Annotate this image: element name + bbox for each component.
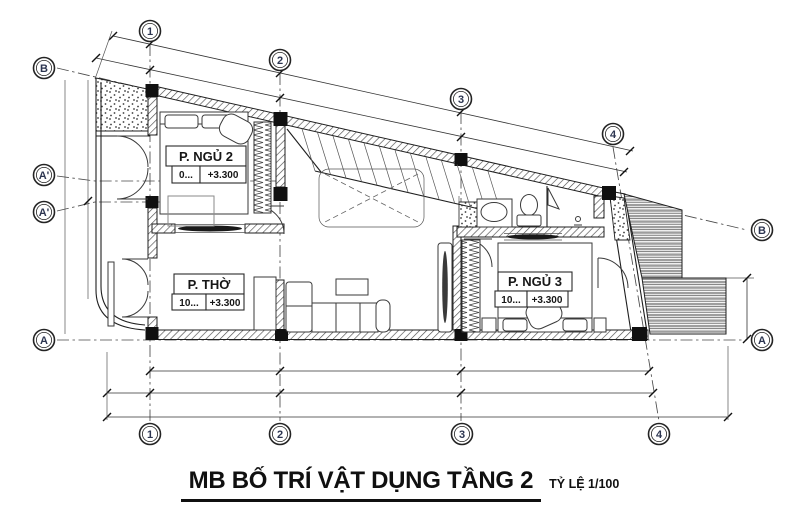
sofa-arm xyxy=(375,299,391,333)
dimension-ticks-bottom xyxy=(102,366,733,422)
grid-label: 4 xyxy=(656,429,663,441)
grid-bubble-left-a: A xyxy=(32,328,56,352)
room-name: P. THỜ xyxy=(188,277,232,292)
dimension-ticks-right xyxy=(742,273,752,344)
room-area: 10... xyxy=(501,295,521,306)
wardrobe-bedroom3 xyxy=(461,239,481,333)
roof-stripes-lower xyxy=(641,277,727,335)
grid-label: 2 xyxy=(277,429,283,441)
room-elevation: +3.300 xyxy=(532,295,563,306)
building-structure xyxy=(95,77,727,341)
room-area: 0... xyxy=(179,170,193,181)
grid-label: 3 xyxy=(458,94,464,106)
grid-label: 4 xyxy=(610,129,617,141)
altar-table xyxy=(253,276,277,331)
double-door-bedroom2 xyxy=(116,135,149,200)
grid-label: 1 xyxy=(147,429,153,441)
drawing-title-block: MB BỐ TRÍ VẬT DỤNG TẦNG 2 TỶ LỆ 1/100 xyxy=(0,467,800,502)
doors xyxy=(116,135,629,318)
floor-drain-icon xyxy=(575,216,581,222)
stair-void xyxy=(318,168,425,228)
rug xyxy=(167,195,215,227)
pillow xyxy=(562,318,588,332)
grid-bubble-top-1: 1 xyxy=(138,19,162,43)
grid-bubble-bottom-1: 1 xyxy=(138,422,162,446)
drawing-scale: TỶ LỆ 1/100 xyxy=(549,477,620,491)
vanity-counter xyxy=(476,198,513,228)
room-name: P. NGỦ 3 xyxy=(508,274,562,289)
hall-furniture xyxy=(285,242,453,333)
blanket xyxy=(218,113,254,145)
staircase xyxy=(286,128,502,228)
room-label-bedroom3: P. NGỦ 3 10... +3.300 xyxy=(494,271,573,308)
toilet-icon xyxy=(520,194,538,216)
room-name: P. NGỦ 2 xyxy=(179,149,233,164)
wardrobe-bedroom2 xyxy=(253,121,272,214)
stair-treads xyxy=(301,128,502,214)
drawing-title: MB BỐ TRÍ VẬT DỤNG TẦNG 2 xyxy=(180,467,542,502)
door-bedroom3-entry xyxy=(463,238,493,268)
grid-bubble-top-2: 2 xyxy=(268,48,292,72)
cabinet-door-handle xyxy=(442,251,448,323)
worship-room-furniture xyxy=(253,276,277,331)
grid-bubble-top-3: 3 xyxy=(449,87,473,111)
balcony-shelf xyxy=(107,261,115,327)
grid-bubble-bottom-3: 3 xyxy=(450,422,474,446)
grid-label: A' xyxy=(39,207,50,219)
grid-bubble-left-a-prime-1: A' xyxy=(32,163,56,187)
bathroom xyxy=(476,186,582,228)
grid-bubble-top-4: 4 xyxy=(601,122,625,146)
sliding-door-leaf xyxy=(178,225,242,232)
door-bedroom3-right xyxy=(597,257,629,289)
grid-label: B xyxy=(758,225,766,237)
grid-label: A' xyxy=(39,170,50,182)
roof-stripes-upper xyxy=(623,193,683,279)
grid-bubble-bottom-4: 4 xyxy=(647,422,671,446)
coffee-table xyxy=(335,278,369,296)
grid-label: A xyxy=(40,335,48,347)
pillow xyxy=(164,114,199,129)
room-area: 10... xyxy=(179,298,199,309)
grid-label: A xyxy=(758,335,766,347)
grid-label: 2 xyxy=(277,55,283,67)
dimension-ticks-top xyxy=(91,31,635,177)
grid-label: B xyxy=(40,63,48,75)
room-label-worship: P. THỜ 10... +3.300 xyxy=(171,273,245,311)
grid-label: 3 xyxy=(459,429,465,441)
sliding-door-bathroom xyxy=(504,233,562,241)
room-label-bedroom2: P. NGỦ 2 0... +3.300 xyxy=(165,145,247,184)
nightstand xyxy=(481,317,497,333)
planter-box xyxy=(95,77,153,132)
grid-bubble-left-a-prime-2: A' xyxy=(32,200,56,224)
shower-door-icon xyxy=(547,187,561,210)
grid-bubble-right-b: B xyxy=(750,218,774,242)
room-elevation: +3.300 xyxy=(210,298,241,309)
room-elevation: +3.300 xyxy=(208,170,239,181)
pillow xyxy=(502,318,528,332)
dimension-lines xyxy=(64,30,754,422)
sofa-seat xyxy=(311,302,379,333)
bedroom3-furniture xyxy=(461,239,607,333)
grid-bubble-bottom-2: 2 xyxy=(268,422,292,446)
nightstand xyxy=(593,317,607,333)
grid-label: 1 xyxy=(147,26,153,38)
sink-icon xyxy=(480,202,508,222)
grid-bubble-right-a: A xyxy=(750,328,774,352)
double-door-worship-room xyxy=(121,258,149,318)
sofa-corner xyxy=(285,281,313,333)
grid-bubble-left-b: B xyxy=(32,56,56,80)
